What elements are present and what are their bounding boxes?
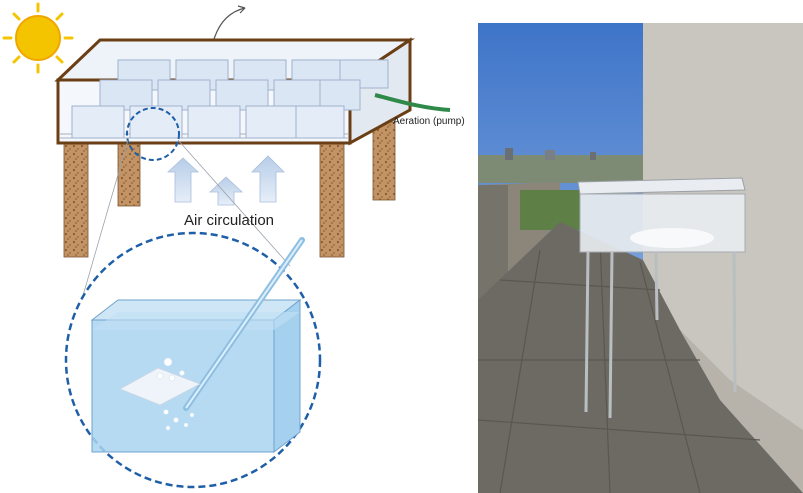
tank-front-row	[71, 105, 345, 139]
zoom-lines	[79, 139, 291, 307]
aeration-tube	[374, 93, 451, 112]
exhaust-arrowhead	[237, 5, 246, 14]
air-circulation-label: Air circulation	[184, 212, 275, 229]
aeration-pump-label: Aeration (pump)	[393, 116, 465, 127]
air-bubbles	[156, 357, 195, 431]
tank-array	[99, 59, 389, 111]
film-sample	[119, 367, 201, 406]
photo-setup	[577, 177, 746, 419]
air-diffuser-rod-core	[185, 239, 303, 409]
airflow-arrow-icon	[166, 155, 285, 206]
detail-marker-circle	[126, 107, 180, 161]
rooftop-photo	[477, 23, 803, 493]
detail-tank	[90, 298, 302, 454]
sun-icon	[2, 2, 74, 74]
